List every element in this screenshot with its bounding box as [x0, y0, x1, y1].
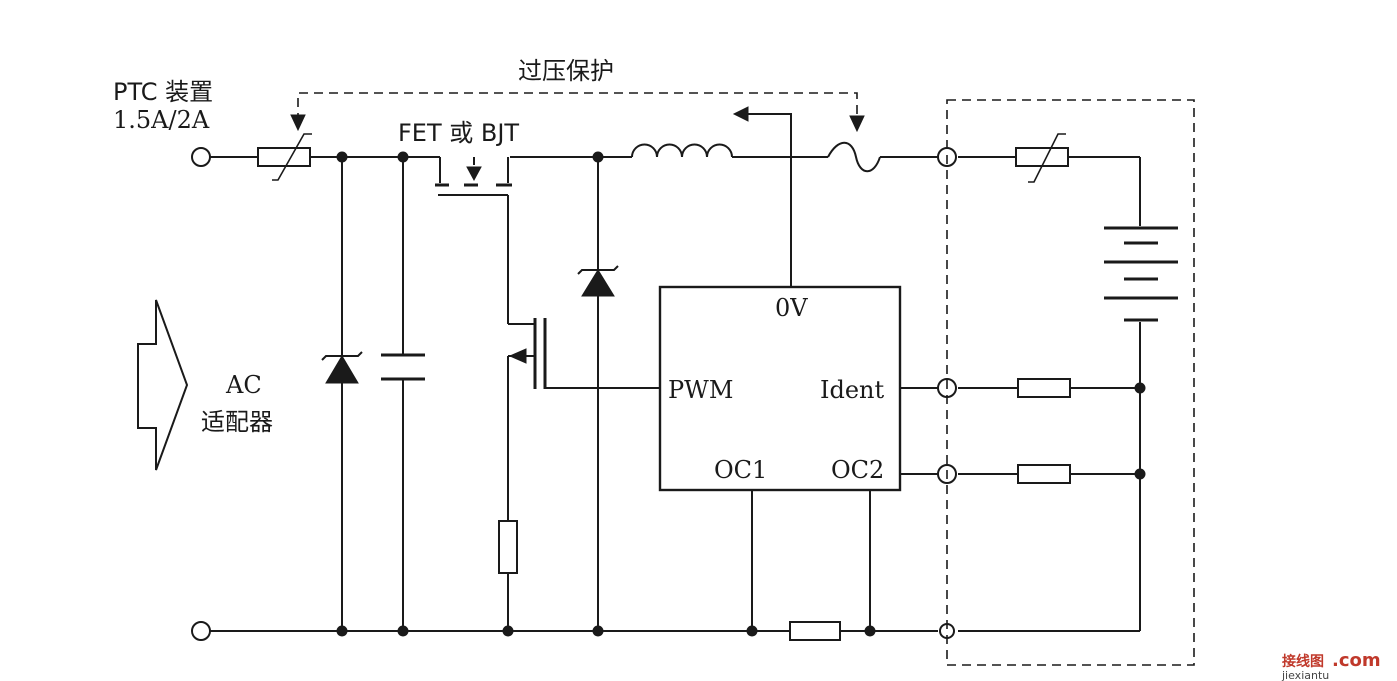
ident-resistor	[1017, 378, 1071, 398]
input-terminal-bottom	[191, 621, 211, 641]
fuse	[827, 141, 881, 173]
watermark: 接线图 .com jiexiantu	[1281, 650, 1381, 681]
wires	[210, 156, 1141, 632]
emitter-resistor	[498, 520, 518, 574]
temp-resistor	[1017, 464, 1071, 484]
ac-adapter-arrow	[137, 299, 189, 471]
zener-diode-input	[321, 351, 363, 384]
battery-cells	[1104, 226, 1178, 322]
capacitor	[381, 353, 425, 381]
driver-transistor	[508, 318, 547, 389]
overvoltage-protection-label: 过压保护	[518, 57, 614, 85]
ptc-rating-label: 1.5A/2A	[113, 106, 210, 134]
watermark-pinyin: jiexiantu	[1281, 669, 1329, 681]
control-ic	[658, 285, 902, 492]
fet-pass-element	[435, 157, 512, 187]
input-terminal-top	[191, 147, 211, 167]
ic-pin-oc1-label: OC1	[714, 456, 767, 484]
ic-pin-oc2-label: OC2	[831, 456, 884, 484]
watermark-domain: .com	[1332, 650, 1381, 671]
ic-pin-ident-label: Ident	[820, 376, 885, 404]
adapter-label: 适配器	[201, 408, 273, 436]
inductor	[631, 143, 733, 158]
battery-pack-boundary	[946, 99, 1195, 666]
sense-resistor	[789, 621, 841, 641]
zero-volt-arrow	[732, 106, 792, 157]
overvoltage-protection-link	[290, 92, 865, 133]
ic-pin-0v-label: 0V	[775, 294, 808, 322]
watermark-brand: 接线图	[1282, 653, 1324, 670]
ntc-thermistor-pack	[1015, 133, 1069, 183]
ac-label: AC	[225, 371, 262, 399]
ptc-resistor	[257, 133, 312, 181]
fet-or-bjt-label: FET 或 BJT	[398, 119, 519, 147]
freewheel-diode	[577, 265, 619, 297]
ptc-device-label: PTC 装置	[113, 78, 213, 106]
junction-dots	[336, 151, 1146, 637]
ic-pin-pwm-label: PWM	[668, 376, 733, 404]
